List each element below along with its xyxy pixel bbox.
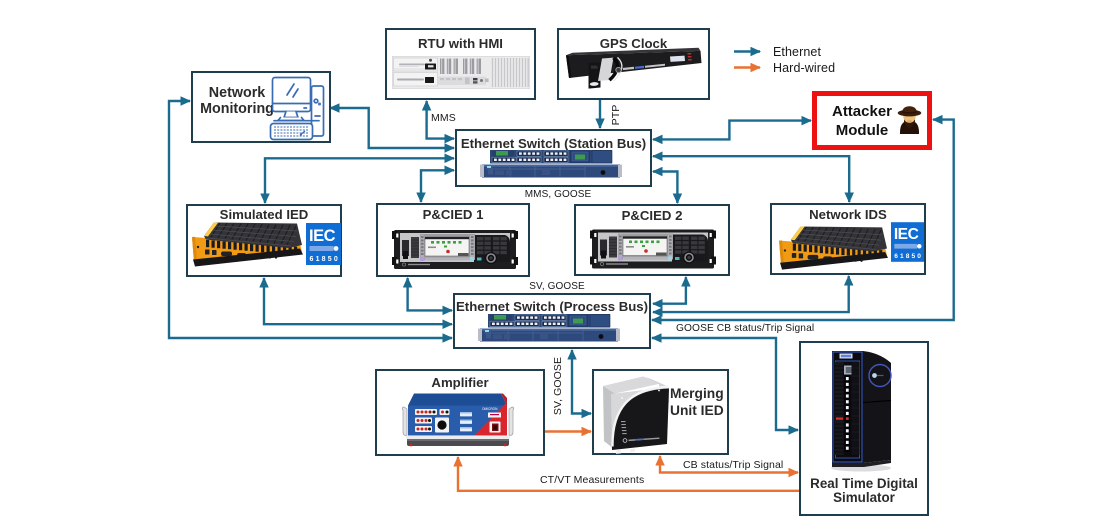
svg-text:IEC: IEC [309, 227, 336, 245]
svg-text:61850: 61850 [310, 256, 340, 263]
svg-text:OMICRON: OMICRON [482, 407, 498, 411]
svg-text:61850: 61850 [894, 253, 923, 260]
svg-text:IEC: IEC [894, 226, 919, 243]
